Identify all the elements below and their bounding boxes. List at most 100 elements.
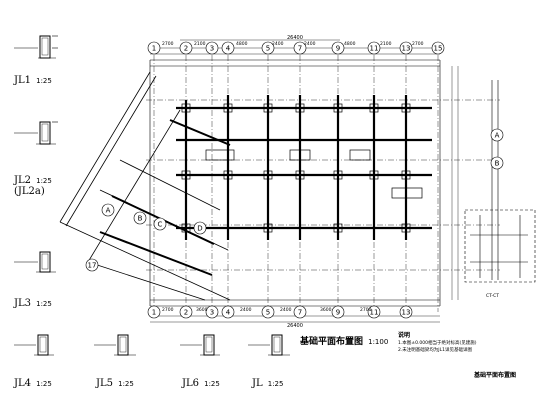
svg-text:2: 2 — [184, 45, 188, 53]
note-1: 1.本图±0.000相当于绝对标高(见建施) — [398, 341, 477, 346]
label-jl5: JL5 1:25 — [96, 378, 134, 389]
axis-bottom-9: 9 — [331, 305, 345, 319]
section-jl2-detail — [14, 121, 58, 145]
section-jl5-detail — [94, 334, 136, 356]
label-jl3: JL3 1:25 — [14, 298, 52, 309]
axis-bottom-5: 5 — [261, 305, 275, 319]
section-jl6-detail — [180, 334, 220, 356]
axis-bottom-13: 13 — [399, 305, 413, 319]
notes-heading: 说明 — [398, 332, 411, 339]
axis-bottom-1: 1 — [147, 305, 161, 319]
axis-top-4: 4 — [221, 41, 235, 55]
dim-value: 2400 — [240, 308, 252, 313]
label-jl4: JL4 1:25 — [14, 378, 52, 389]
axis-top-15: 15 — [431, 41, 445, 55]
dim-overall-top: 26400 — [287, 35, 303, 41]
foundation-beams — [176, 95, 432, 240]
axis-top-7: 7 — [293, 41, 307, 55]
dim-value: 2400 — [272, 42, 284, 47]
dim-value: 4800 — [236, 42, 248, 47]
svg-text:5: 5 — [266, 45, 270, 53]
axis-skew-B: B — [133, 211, 147, 225]
svg-text:2: 2 — [184, 309, 188, 317]
dim-value: 2700 — [162, 308, 174, 313]
axis-top-3: 3 — [205, 41, 219, 55]
svg-text:A: A — [106, 207, 111, 215]
label-jl2a: (JL2a) — [14, 186, 45, 197]
dim-value: 2700 — [360, 308, 372, 313]
svg-text:1: 1 — [152, 45, 156, 53]
dimension-lines — [150, 39, 459, 323]
axis-top-2: 2 — [179, 41, 193, 55]
plan-title: 基础平面布置图 1:100 — [300, 337, 389, 347]
svg-text:15: 15 — [434, 45, 443, 53]
label-jl1: JL1 1:25 — [14, 75, 52, 86]
svg-text:C: C — [158, 221, 163, 229]
section-jl4-detail — [14, 334, 54, 356]
axis-right-B: B — [490, 156, 504, 170]
axis-bottom-4: 4 — [221, 305, 235, 319]
axis-top-11: 11 — [367, 41, 381, 55]
plan-outline — [149, 59, 499, 307]
svg-text:13: 13 — [402, 45, 411, 53]
svg-text:1: 1 — [152, 309, 156, 317]
svg-text:A: A — [495, 132, 500, 140]
svg-text:9: 9 — [336, 45, 340, 53]
dim-value: 2100 — [380, 42, 392, 47]
svg-text:B: B — [138, 215, 143, 223]
svg-text:4: 4 — [226, 45, 231, 53]
dim-value: 3600 — [320, 308, 332, 313]
svg-text:3: 3 — [210, 309, 214, 317]
svg-text:11: 11 — [370, 45, 379, 53]
svg-text:7: 7 — [298, 309, 302, 317]
axis-bottom-11: 11 — [367, 305, 381, 319]
axis-bottom-2: 2 — [179, 305, 193, 319]
dim-value: 4800 — [344, 42, 356, 47]
axis-skew-D: D — [193, 221, 207, 235]
label-jl: JL 1:25 — [252, 378, 284, 389]
axis-bottom-3: 3 — [205, 305, 219, 319]
axis-skew-C: C — [153, 217, 167, 231]
svg-text:3: 3 — [210, 45, 214, 53]
axis-bottom-7: 7 — [293, 305, 307, 319]
svg-text:17: 17 — [88, 262, 97, 270]
inset-title: 基础平面布置图 — [474, 372, 517, 379]
dim-overall-bottom: 26400 — [287, 323, 303, 329]
dim-value: 3600 — [196, 308, 208, 313]
axis-left-17: 17 — [85, 258, 99, 272]
svg-text:D: D — [197, 225, 202, 233]
dim-value: 2700 — [412, 42, 424, 47]
axis-top-5: 5 — [261, 41, 275, 55]
svg-text:13: 13 — [402, 309, 411, 317]
svg-text:11: 11 — [370, 309, 379, 317]
dim-value: 2400 — [280, 308, 292, 313]
column-pads — [181, 103, 423, 233]
dim-value: 2700 — [162, 42, 174, 47]
note-2: 2.未注明基础梁均为JL1详见基础详图 — [398, 347, 472, 353]
dim-value: 2100 — [194, 42, 206, 47]
inset-label: CT-CT — [486, 294, 499, 299]
skew-wing — [59, 71, 231, 301]
dim-value: 2400 — [304, 42, 316, 47]
axis-top-1: 1 — [147, 41, 161, 55]
axis-skew-A: A — [101, 203, 115, 217]
svg-text:4: 4 — [226, 309, 231, 317]
section-jl3-detail — [14, 251, 56, 273]
svg-text:7: 7 — [298, 45, 302, 53]
section-jl1-detail — [14, 35, 58, 59]
label-jl6: JL6 1:25 — [182, 378, 220, 389]
svg-text:9: 9 — [336, 309, 340, 317]
notes-block: 说明 1.本图±0.000相当于绝对标高(见建施) 2.未注明基础梁均为JL1详… — [398, 333, 476, 353]
axis-right-A: A — [490, 128, 504, 142]
inset-plan — [464, 209, 536, 283]
svg-text:B: B — [495, 160, 500, 168]
svg-text:5: 5 — [266, 309, 270, 317]
axis-top-13: 13 — [399, 41, 413, 55]
axis-top-9: 9 — [331, 41, 345, 55]
label-jl2: JL2 1:25 — [14, 175, 52, 186]
grid-lines — [146, 55, 500, 312]
section-jl-detail — [248, 334, 290, 356]
